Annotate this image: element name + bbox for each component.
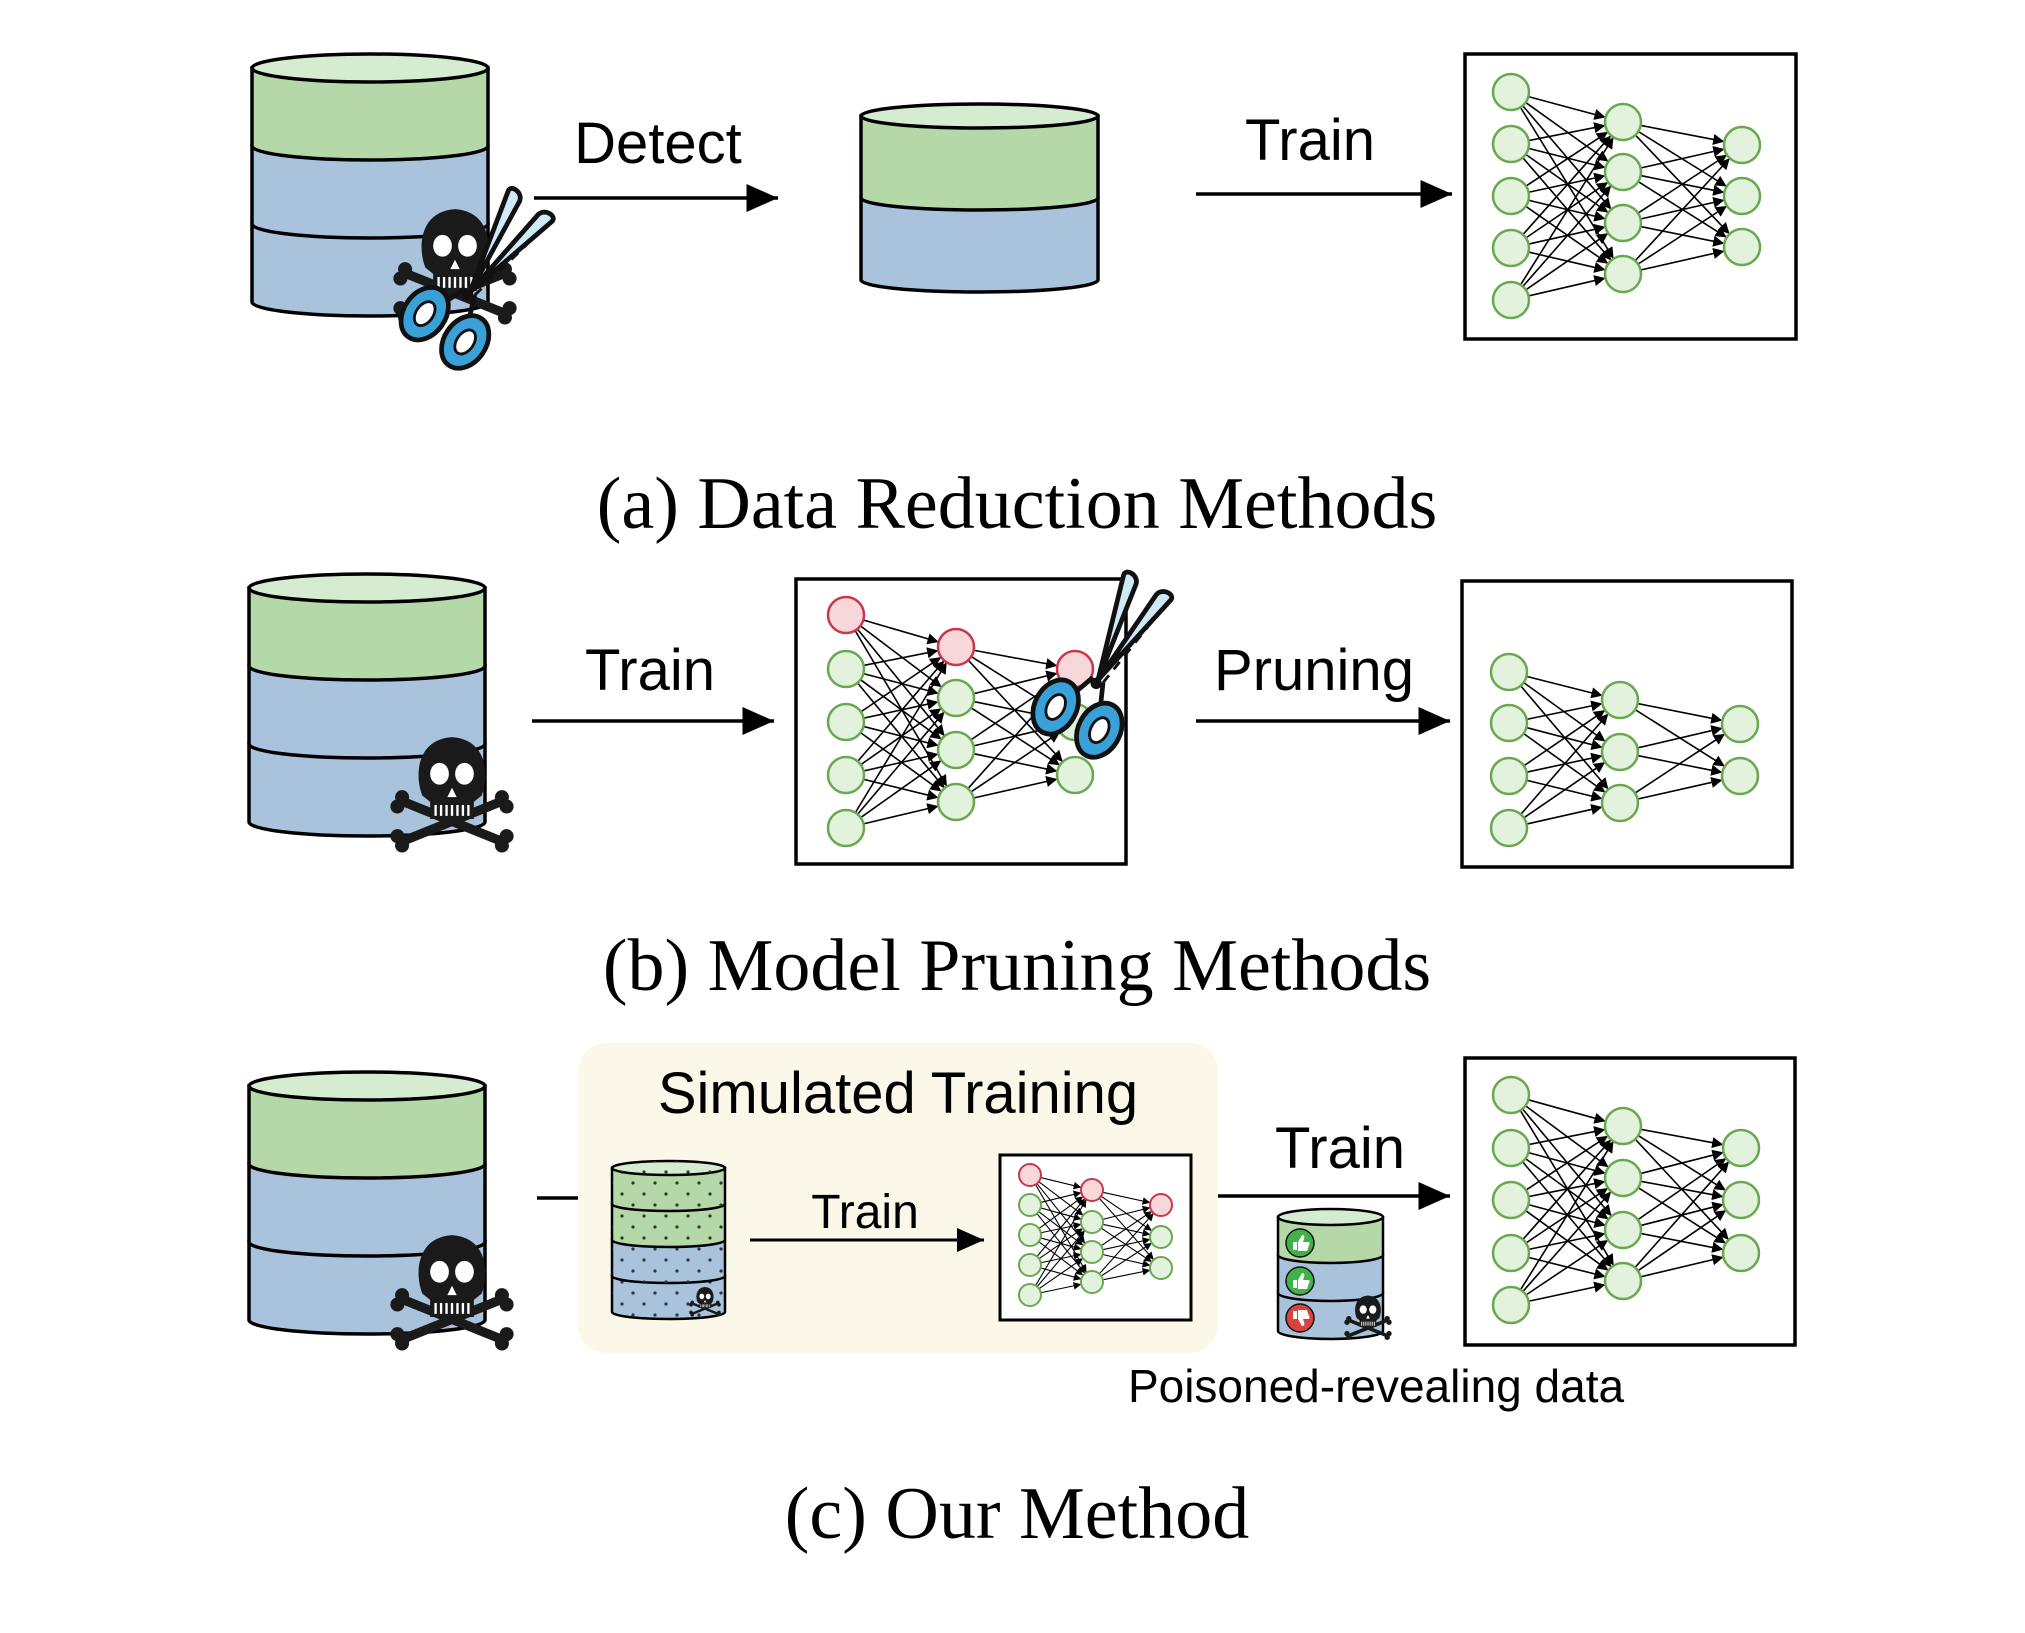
poisoned-revealing-label: Poisoned-revealing data bbox=[1128, 1360, 1625, 1412]
caption-b: (b) Model Pruning Methods bbox=[603, 925, 1431, 1007]
neural-network-b-pruned bbox=[1460, 579, 1794, 869]
database-c-simulated bbox=[610, 1159, 727, 1321]
database-a-clean bbox=[859, 102, 1100, 294]
neural-network-c-final bbox=[1463, 1056, 1797, 1347]
neural-network-b-full bbox=[794, 577, 1128, 866]
thumbs-down-icon bbox=[1285, 1303, 1315, 1333]
skull-icon-b bbox=[390, 737, 514, 853]
train-label-c: Train bbox=[1275, 1116, 1405, 1181]
scissors-icon-b bbox=[1030, 569, 1175, 760]
train-label-b: Train bbox=[585, 638, 715, 703]
pruning-label: Pruning bbox=[1214, 638, 1414, 703]
inner-train-label: Train bbox=[811, 1186, 919, 1239]
skull-icon-c bbox=[390, 1235, 514, 1351]
thumbs-up-icon-2 bbox=[1285, 1266, 1315, 1296]
caption-a: (a) Data Reduction Methods bbox=[597, 463, 1438, 545]
train-label-a: Train bbox=[1245, 108, 1375, 173]
neural-network-c-simulated bbox=[998, 1153, 1193, 1322]
simulated-training-title: Simulated Training bbox=[658, 1061, 1138, 1126]
skull-icon-c-small bbox=[689, 1287, 721, 1317]
thumbs-up-icon-1 bbox=[1285, 1228, 1315, 1258]
detect-label: Detect bbox=[574, 111, 742, 176]
scissors-icon-a bbox=[398, 186, 556, 371]
caption-c: (c) Our Method bbox=[785, 1473, 1249, 1555]
skull-icon-c-revealing bbox=[1344, 1295, 1392, 1340]
neural-network-a bbox=[1463, 52, 1798, 341]
